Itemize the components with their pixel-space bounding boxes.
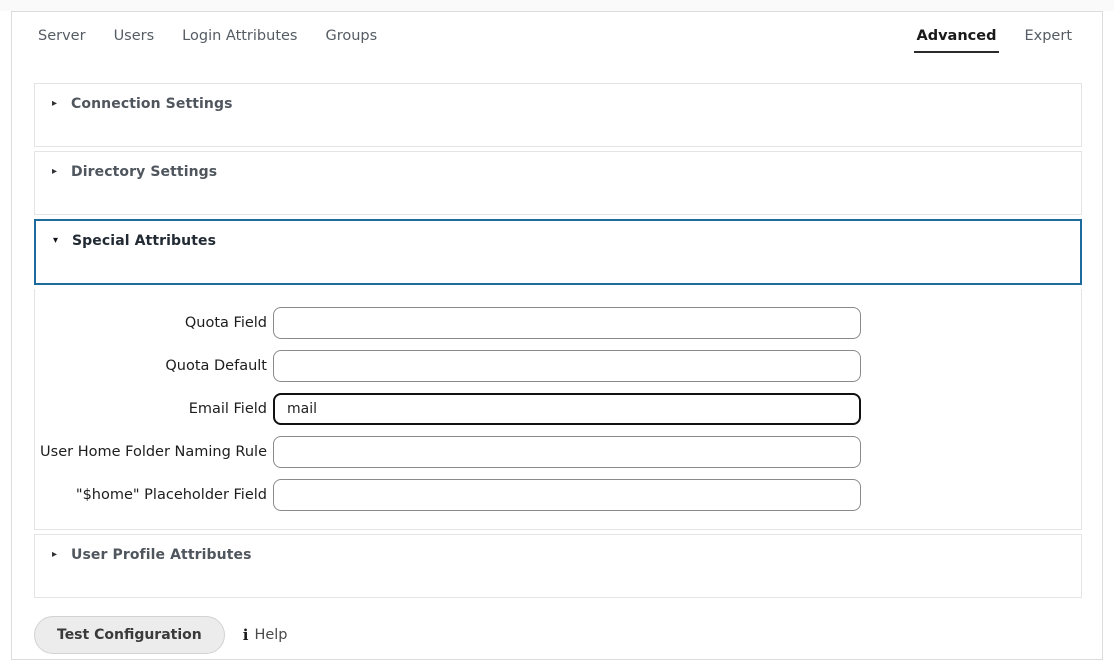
section-header-special-attributes[interactable]: ▾ Special Attributes	[36, 221, 1080, 261]
settings-panel: Server Users Login Attributes Groups Adv…	[11, 11, 1103, 660]
tab-login-attributes[interactable]: Login Attributes	[182, 28, 298, 45]
help-label: Help	[254, 627, 288, 643]
section-connection-settings[interactable]: ▸ Connection Settings	[34, 83, 1082, 147]
label-quota-default: Quota Default	[165, 358, 267, 374]
section-special-attributes[interactable]: ▾ Special Attributes	[34, 219, 1082, 285]
special-attributes-content: Quota Field Quota Default Email Field Us…	[34, 289, 1082, 530]
section-header-connection-settings[interactable]: ▸ Connection Settings	[35, 84, 1081, 124]
section-title-connection-settings: Connection Settings	[71, 96, 233, 112]
tab-group-mode: Advanced Expert	[903, 12, 1087, 61]
section-title-directory-settings: Directory Settings	[71, 164, 218, 180]
input-user-home-folder-naming-rule[interactable]	[273, 436, 861, 468]
tab-advanced[interactable]: Advanced	[903, 29, 1011, 52]
section-title-user-profile-attributes: User Profile Attributes	[71, 547, 252, 563]
top-strip	[0, 0, 1114, 11]
label-home-placeholder-field: "$home" Placeholder Field	[75, 487, 267, 503]
label-user-home-folder-naming-rule: User Home Folder Naming Rule	[40, 444, 267, 460]
form-row-quota-field: Quota Field	[35, 307, 1081, 339]
triangle-right-icon: ▸	[52, 98, 58, 109]
form-row-home-placeholder-field: "$home" Placeholder Field	[35, 479, 1081, 511]
tab-users[interactable]: Users	[113, 28, 155, 45]
tab-groups[interactable]: Groups	[325, 28, 378, 45]
input-quota-field[interactable]	[273, 307, 861, 339]
triangle-down-icon: ▾	[53, 235, 59, 246]
form-row-email-field: Email Field	[35, 393, 1081, 425]
section-header-directory-settings[interactable]: ▸ Directory Settings	[35, 152, 1081, 192]
info-icon: i	[242, 626, 249, 644]
label-email-field: Email Field	[188, 401, 267, 417]
section-header-user-profile-attributes[interactable]: ▸ User Profile Attributes	[35, 535, 1081, 575]
input-quota-default[interactable]	[273, 350, 861, 382]
footer-actions: Test Configuration i Help	[34, 616, 288, 654]
label-quota-field: Quota Field	[184, 315, 267, 331]
section-directory-settings[interactable]: ▸ Directory Settings	[34, 151, 1082, 215]
tab-server[interactable]: Server	[38, 28, 86, 45]
help-link[interactable]: i Help	[243, 626, 288, 644]
triangle-right-icon: ▸	[52, 166, 58, 177]
section-title-special-attributes: Special Attributes	[72, 233, 217, 249]
special-attributes-form: Quota Field Quota Default Email Field Us…	[35, 307, 1081, 522]
input-email-field[interactable]	[273, 393, 861, 425]
form-row-quota-default: Quota Default	[35, 350, 1081, 382]
input-home-placeholder-field[interactable]	[273, 479, 861, 511]
tab-bar: Server Users Login Attributes Groups Adv…	[12, 12, 1102, 61]
form-row-user-home-folder-naming-rule: User Home Folder Naming Rule	[35, 436, 1081, 468]
triangle-right-icon: ▸	[52, 549, 58, 560]
tab-expert[interactable]: Expert	[1024, 28, 1072, 45]
tab-group-primary: Server Users Login Attributes Groups	[24, 12, 391, 61]
test-configuration-button[interactable]: Test Configuration	[34, 616, 225, 654]
section-user-profile-attributes[interactable]: ▸ User Profile Attributes	[34, 534, 1082, 598]
